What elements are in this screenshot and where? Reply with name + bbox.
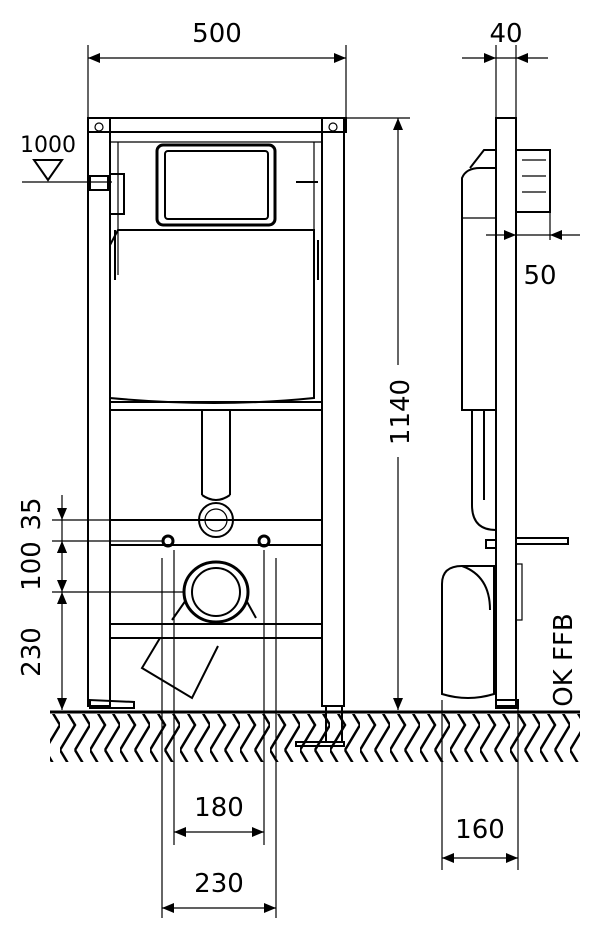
mid-rail [109, 401, 323, 411]
actuator-box [515, 149, 551, 213]
flush-plate [164, 150, 269, 220]
drain-elbow [140, 637, 219, 700]
cistern-side [461, 167, 497, 411]
dim-height-total: 1140 [386, 379, 416, 445]
bolt-hole [94, 122, 104, 132]
connection-rod [515, 537, 569, 545]
lower-rail [109, 623, 323, 639]
front-view [87, 117, 347, 747]
dim-depth-160: 160 [455, 815, 505, 845]
mounting-bolt [257, 534, 271, 548]
dim-spacing-230: 230 [194, 869, 244, 899]
dimensions: 500 40 1140 1000 50 [17, 19, 580, 918]
mounting-bolt [161, 534, 175, 548]
left-post [87, 117, 111, 707]
top-rail [87, 117, 347, 133]
dim-gap-100: 100 [17, 541, 47, 591]
side-pipe [471, 410, 497, 531]
drain-connector-side [441, 565, 495, 699]
dim-spacing-180: 180 [194, 793, 244, 823]
dim-depth-frame: 40 [489, 19, 522, 49]
cistern [109, 229, 315, 404]
level-triangle-icon [32, 159, 64, 182]
bolt-hole [328, 122, 338, 132]
side-frame-post [495, 117, 517, 707]
flush-plate-frame [155, 143, 277, 227]
drain-outlet [182, 560, 250, 624]
floor [50, 710, 580, 762]
foot-left [89, 698, 135, 709]
dim-gap-230-vertical: 230 [17, 627, 47, 677]
floor-reference-label: OK FFB [549, 613, 579, 707]
dim-level-mark: 1000 [20, 133, 76, 158]
flush-pipe [201, 410, 231, 495]
dim-gap-35: 35 [17, 497, 47, 530]
right-post [321, 117, 345, 707]
dim-offset-50: 50 [523, 261, 556, 291]
side-view [441, 117, 569, 709]
dim-width-total: 500 [192, 19, 242, 49]
